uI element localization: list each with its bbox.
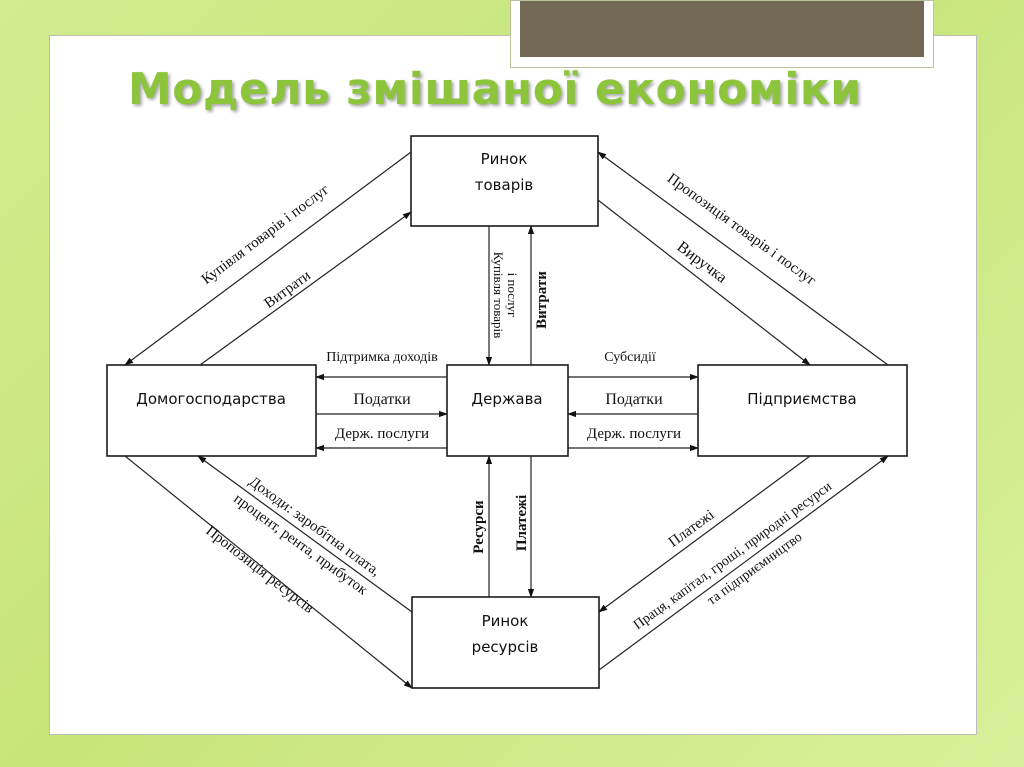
arrow-revenue [597,199,811,366]
slide-title: Модель змішаної економіки [128,64,862,115]
state-label: Держава [471,390,542,408]
arrow-supply-goods [597,151,889,366]
label-state-expenses: Витрати [534,271,550,329]
arrow-factors [598,455,889,671]
label-taxes-right: Податки [605,391,663,408]
label-state-buy-goods-1: Купівля товарів [491,252,506,338]
node-households: Домогосподарства [106,364,317,457]
node-goods-market: Ринок товарів [410,135,599,227]
firms-label: Підприємства [747,390,856,408]
label-resources: Ресурси [471,500,487,554]
households-label: Домогосподарства [136,390,286,408]
label-revenue: Виручка [674,238,730,286]
goods-market-label-1: Ринок [481,150,528,168]
node-firms: Підприємства [697,364,908,457]
label-taxes-left: Податки [353,391,411,408]
label-buy-goods: Купівля товарів і послуг [199,182,333,288]
arrow-payments-right [598,455,811,613]
goods-market-label-2: товарів [475,176,533,194]
node-state: Держава [446,364,569,457]
label-state-buy-goods: Купівля товарів і послуг [491,252,520,338]
node-resource-market: Ринок ресурсів [411,596,600,689]
label-subsidies: Субсидії [604,350,656,365]
label-income-support: Підтримка доходів [326,350,438,365]
label-gov-services-left: Держ. послуги [335,426,429,442]
label-supply-goods: Пропозиція товарів і послуг [664,170,819,289]
arrow-incomes [197,455,413,613]
label-factors-1: Праця, капітал, гроші, природні ресурси [631,479,835,633]
resource-market-label-1: Ринок [482,612,529,630]
arrow-buy-goods [124,151,412,366]
resource-market-label-2: ресурсів [472,638,539,656]
header-bar-inner [520,1,924,57]
arrow-expenses-left [199,211,412,366]
arrow-resource-supply [124,455,413,689]
label-expenses-left: Витрати [261,268,313,312]
label-payments-center: Платежі [514,495,530,551]
label-gov-services-right: Держ. послуги [587,426,681,442]
label-state-buy-goods-2: і послуг [505,273,520,318]
header-bar [510,0,934,68]
